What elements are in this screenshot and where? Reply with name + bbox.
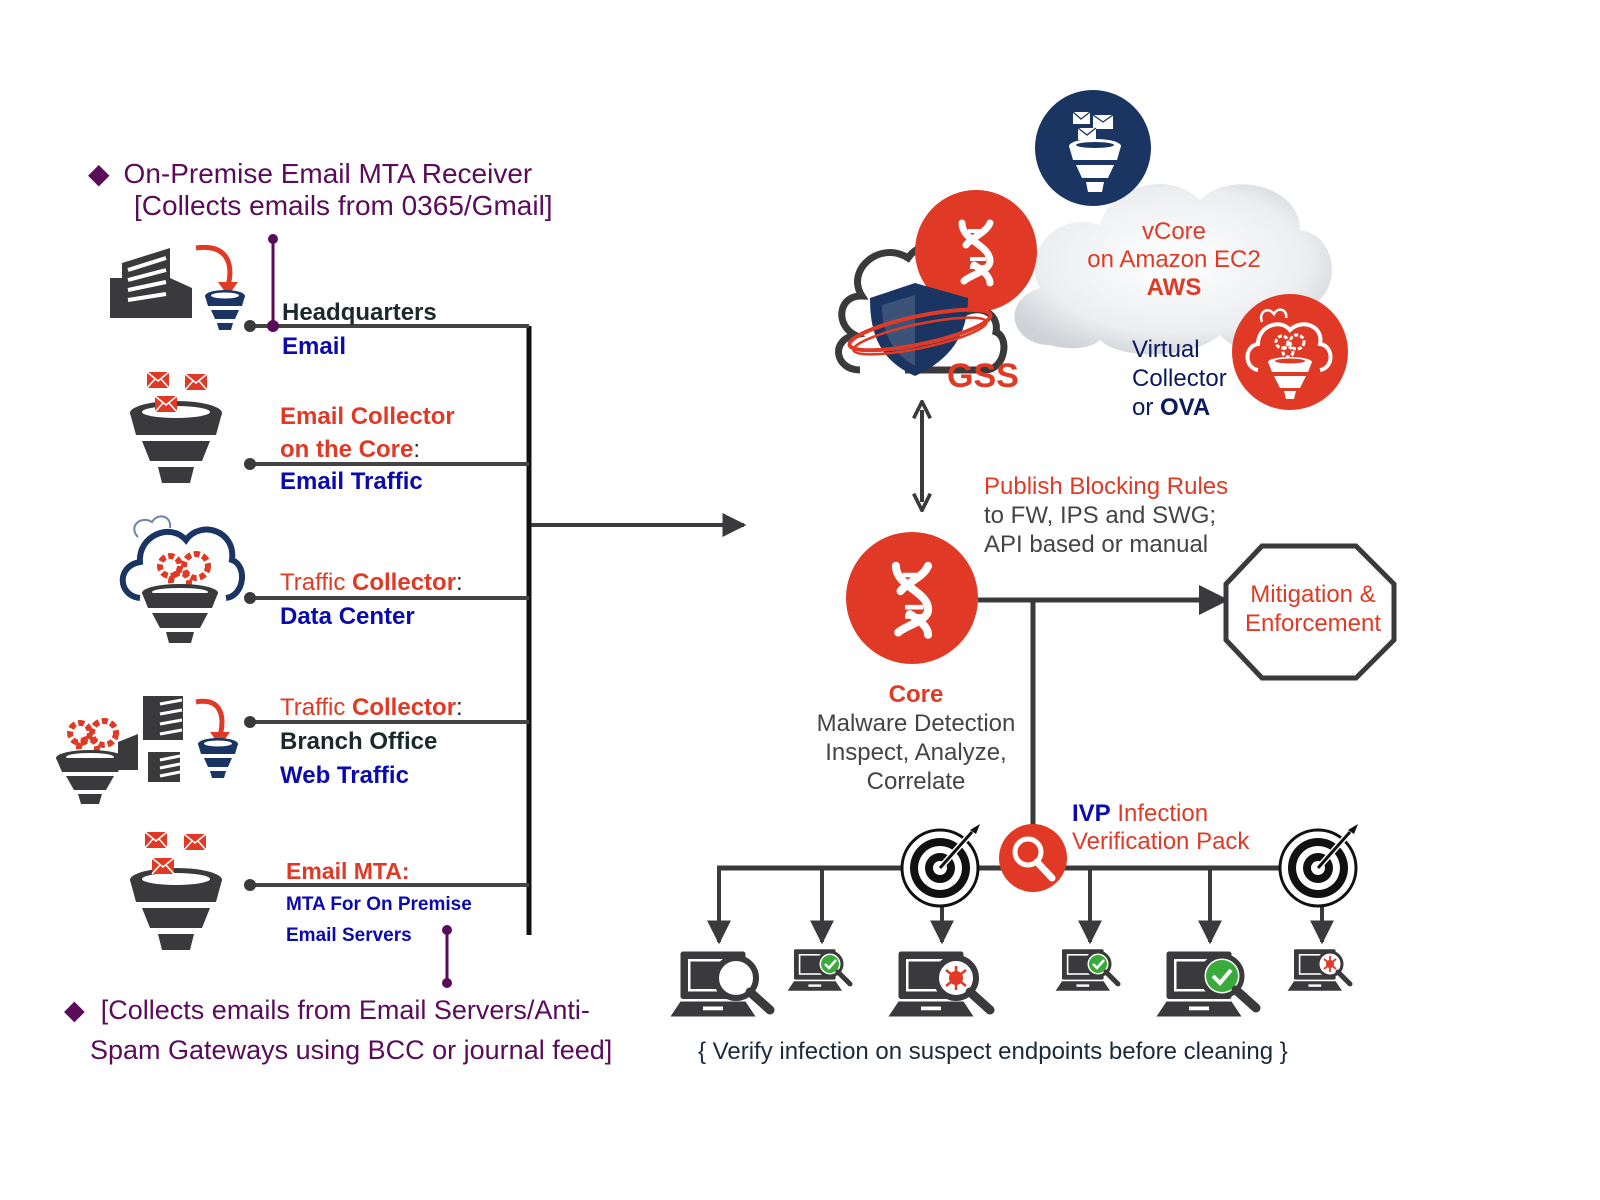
virtual-collector-label: Virtual Collector or OVA (1132, 336, 1227, 421)
bottom-note: ◆[Collects emails from Email Servers/Ant… (64, 995, 613, 1065)
target-icon (902, 824, 980, 906)
publish-rules-label: Publish Blocking Rules to FW, IPS and SW… (984, 473, 1229, 558)
laptop-check-icon (1156, 951, 1261, 1017)
footer-caption: { Verify infection on suspect endpoints … (698, 1038, 1288, 1065)
core-label: Core Malware Detection Inspect, Analyze,… (816, 681, 1016, 795)
source-hq-subtitle: Email (282, 333, 347, 360)
source-branch-subtitle-office: Branch Office (280, 728, 438, 755)
laptop-check-icon (1055, 949, 1121, 991)
target-icon (1280, 824, 1358, 906)
vcore-label: vCore on Amazon EC2 AWS (1087, 218, 1261, 301)
source-connector-lines (250, 324, 529, 887)
source-mta-title: Email MTA: (286, 858, 410, 884)
source-email-collector-title: Email Collector on the Core: (280, 403, 455, 463)
laptop-check-icon (787, 949, 853, 991)
callout-connector-top (267, 234, 279, 332)
gss-label: GSS (947, 357, 1019, 395)
ivp-search-icon (999, 824, 1067, 892)
bullet-diamond-icon: ◆ (88, 158, 110, 189)
gss-core-icon (915, 190, 1037, 312)
source-mta-subtitle: MTA For On Premise Email Servers (286, 894, 472, 946)
source-branch-title: Traffic Collector: (280, 694, 463, 721)
cloud-funnel-icon (119, 515, 245, 643)
top-note: ◆On-Premise Email MTA Receiver [Collects… (88, 158, 553, 222)
core-icon (846, 532, 978, 664)
source-dc-subtitle: Data Center (280, 603, 415, 630)
laptop-malware-icon (888, 951, 995, 1017)
email-funnel-icon (130, 371, 222, 483)
callout-connector-bottom (442, 925, 452, 988)
source-hq-title: Headquarters (282, 299, 437, 326)
mitigation-label: Mitigation & Enforcement (1244, 581, 1382, 637)
mitigation-octagon (1223, 543, 1397, 681)
building-funnel-icon (108, 244, 245, 330)
shield-icon (847, 283, 993, 376)
vcore-email-icon (1035, 90, 1151, 206)
source-branch-subtitle-web: Web Traffic (280, 762, 409, 789)
email-mta-funnel-icon (130, 831, 222, 950)
branch-funnel-icon (56, 696, 238, 804)
laptop-malware-icon (1287, 949, 1353, 991)
ivp-label: IVP Infection Verification Pack (1072, 800, 1250, 855)
source-dc-title: Traffic Collector: (280, 569, 463, 596)
laptop-search-icon (670, 951, 775, 1017)
source-email-collector-subtitle: Email Traffic (280, 468, 423, 495)
source-connector-dots (244, 320, 256, 891)
bullet-diamond-icon: ◆ (64, 995, 85, 1025)
virtual-collector-icon (1232, 294, 1348, 410)
